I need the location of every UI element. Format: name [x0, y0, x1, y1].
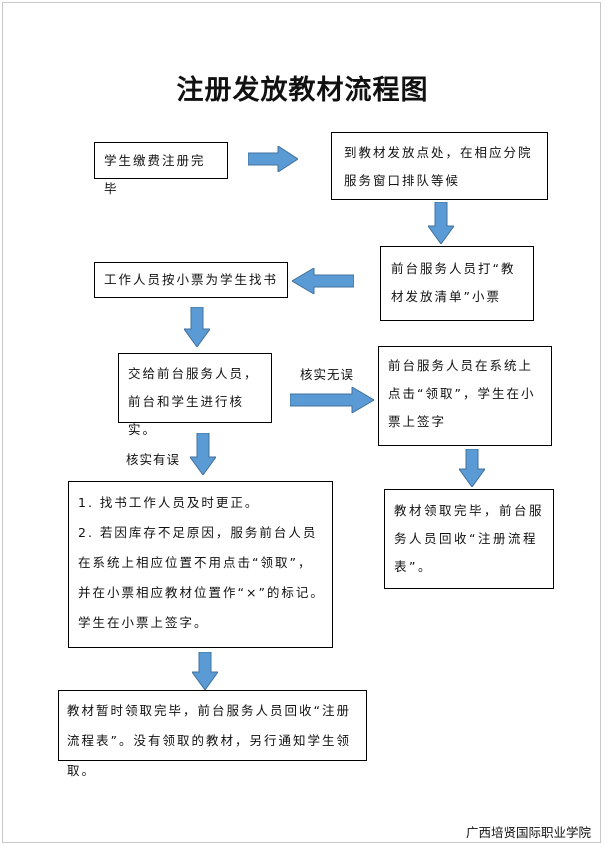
footer-institution: 广西培贤国际职业学院: [465, 825, 591, 840]
arrow-down-5: [192, 652, 218, 690]
arrow-right-1: [248, 146, 298, 172]
step-queue: 到教材发放点处，在相应分院服务窗口排队等候: [331, 132, 548, 200]
error-fix-item-2: 2. 若因库存不足原因，服务前台人员在系统上相应位置不用点击“领取”，并在小票相…: [78, 525, 325, 630]
page-title: 注册发放教材流程图: [176, 75, 429, 106]
step-print-slip: 前台服务人员打“教材发放清单”小票: [380, 246, 534, 321]
step-find-books: 工作人员按小票为学生找书: [94, 262, 288, 298]
arrow-down-4: [459, 449, 485, 487]
step-error-fix: 1. 找书工作人员及时更正。 2. 若因库存不足原因，服务前台人员在系统上相应位…: [68, 481, 333, 648]
step-temp-complete-text: 教材暂时领取完毕，前台服务人员回收“注册流程表”。没有领取的教材，另行通知学生领…: [67, 703, 351, 778]
arrow-down-1: [428, 202, 454, 244]
step-handover-verify: 交给前台服务人员，前台和学生进行核实。: [118, 353, 272, 437]
step-temp-complete: 教材暂时领取完毕，前台服务人员回收“注册流程表”。没有领取的教材，另行通知学生领…: [58, 690, 367, 778]
arrow-right-2: [290, 387, 374, 413]
step-queue-text: 到教材发放点处，在相应分院服务窗口排队等候: [344, 145, 533, 188]
label-verify-ok: 核实无误: [300, 367, 355, 382]
error-fix-item-1: 1. 找书工作人员及时更正。: [78, 495, 260, 510]
step-pay-register: 学生缴费注册完毕: [94, 142, 228, 196]
step-system-claim: 前台服务人员在系统上点击“领取”，学生在小票上签字: [378, 346, 552, 446]
arrow-down-2: [184, 307, 210, 347]
step-system-claim-text: 前台服务人员在系统上点击“领取”，学生在小票上签字: [388, 358, 536, 429]
step-handover-verify-text: 交给前台服务人员，前台和学生进行核实。: [128, 366, 259, 437]
step-print-slip-text: 前台服务人员打“教材发放清单”小票: [391, 261, 516, 304]
step-find-books-text: 工作人员按小票为学生找书: [104, 272, 279, 287]
step-complete-collect-text: 教材领取完毕，前台服务人员回收“注册流程表”。: [394, 503, 545, 574]
label-verify-err: 核实有误: [126, 452, 181, 467]
step-pay-register-text: 学生缴费注册完毕: [104, 153, 206, 196]
step-complete-collect: 教材领取完毕，前台服务人员回收“注册流程表”。: [384, 489, 554, 589]
arrow-down-3: [190, 433, 216, 475]
arrow-left-1: [292, 268, 354, 294]
